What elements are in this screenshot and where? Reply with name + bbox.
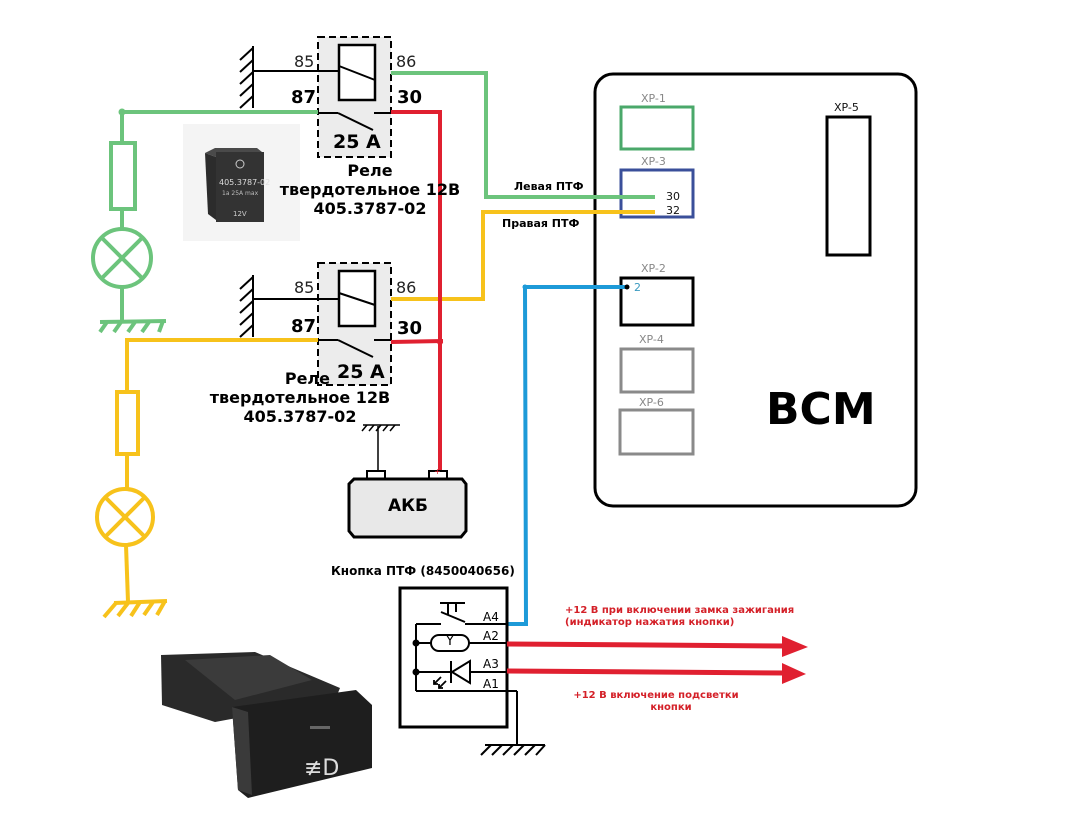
button-pin-a3: A3 (483, 657, 499, 671)
connector-xp3 (619, 168, 695, 219)
ground-symbol-relay-1 (239, 46, 254, 109)
connector-xp5 (825, 115, 872, 257)
fog-button-photo: ≢D (161, 652, 372, 798)
relay-2-pin-86: 86 (396, 278, 417, 297)
connector-xp6-label: XP-6 (639, 396, 664, 409)
relay-1-caption: Реле твердотельное 12В 405.3787-02 (280, 161, 461, 218)
relay-1-caption-line3: 405.3787-02 (313, 199, 427, 218)
relay-2-pin-30: 30 (397, 318, 423, 339)
ground-symbol-relay-2 (239, 275, 254, 338)
connector-xp2-label: XP-2 (641, 262, 666, 275)
relay-1-caption-line2: твердотельное 12В (279, 180, 461, 199)
relay-1-pin-87: 87 (291, 87, 317, 108)
relay-1-pin-85: 85 (294, 52, 315, 71)
wire-label-right-fog: Правая ПТФ (502, 217, 580, 230)
ground-symbol-button (480, 744, 546, 756)
note-a3: +12 В включение подсветки кнопки (571, 690, 741, 714)
connector-xp3-pin-30: 30 (666, 190, 680, 203)
relay-2-caption-line2: твердотельное 12В (209, 388, 391, 407)
relay-1-caption-line1: Реле (347, 161, 393, 180)
relay-photo (183, 124, 300, 241)
relay-2-caption-line3: 405.3787-02 (243, 407, 357, 426)
note-a3-line1: +12 В включение подсветки (573, 690, 739, 701)
green-wire-left-fog-signal (391, 71, 655, 199)
yellow-wire-right-fog-signal (391, 210, 655, 301)
ground-symbol-left-lamp (98, 319, 167, 334)
button-pin-a1: A1 (483, 677, 499, 691)
button-pin-a2: A2 (483, 629, 499, 643)
led-light-arrows (433, 676, 447, 689)
connector-xp2 (619, 276, 695, 327)
battery-neg-label: - (373, 466, 376, 475)
relay-photo-spec: 1a 25A max (222, 190, 259, 197)
relay-2-rating: 25 А (337, 361, 385, 383)
connector-xp4-label: XP-4 (639, 333, 664, 346)
battery-body (347, 477, 468, 539)
blue-wire-button-signal (506, 285, 627, 626)
connector-xp4 (619, 347, 695, 394)
connector-xp6 (618, 408, 695, 456)
connector-xp5-label: XP-5 (834, 101, 859, 114)
wire-label-left-fog: Левая ПТФ (514, 180, 584, 193)
battery-pos-label: + (434, 467, 441, 476)
connector-xp3-label: XP-3 (641, 155, 666, 168)
yellow-wire-right-fog-lamp (95, 338, 318, 603)
relay-2-pin-85: 85 (294, 278, 315, 297)
red-wire-power (390, 110, 444, 472)
fog-light-icon: ≢D (304, 756, 339, 781)
relay-2-caption: Реле твердотельное 12В 405.3787-02 (190, 369, 391, 426)
note-a3-line2: кнопки (650, 702, 692, 713)
relay-2-pin-87: 87 (291, 316, 317, 337)
button-pin-a4: A4 (483, 610, 499, 624)
battery-ground (361, 424, 400, 473)
connector-xp1 (619, 105, 695, 151)
bcm-body (593, 72, 918, 508)
relay-1-pin-30: 30 (397, 87, 423, 108)
arrow-a3-backlight (506, 663, 806, 684)
note-a2-line2: (индикатор нажатия кнопки) (565, 617, 735, 628)
button-schematic-body (398, 586, 509, 729)
relay-1-rating: 25 А (333, 131, 381, 153)
arrow-a2-ignition (506, 636, 808, 657)
battery-label: АКБ (388, 496, 429, 516)
note-a2: +12 В при включении замка зажигания (инд… (565, 605, 794, 629)
note-a2-line1: +12 В при включении замка зажигания (565, 605, 795, 616)
ground-symbol-right-lamp (102, 599, 168, 619)
relay-photo-part: 405.3787-02 (219, 178, 271, 187)
indicator-symbol: Y (446, 634, 454, 649)
connector-xp2-pin-2: 2 (634, 281, 641, 294)
relay-2-caption-line1: Реле (284, 369, 330, 388)
bcm-title: BCM (766, 384, 876, 435)
button-title: Кнопка ПТФ (8450040656) (331, 564, 515, 578)
connector-xp3-pin-32: 32 (666, 204, 680, 217)
relay-2-coil (337, 269, 377, 328)
relay-1-pin-86: 86 (396, 52, 417, 71)
relay-photo-voltage: 12V (233, 210, 247, 218)
connector-xp1-label: XP-1 (641, 92, 666, 105)
